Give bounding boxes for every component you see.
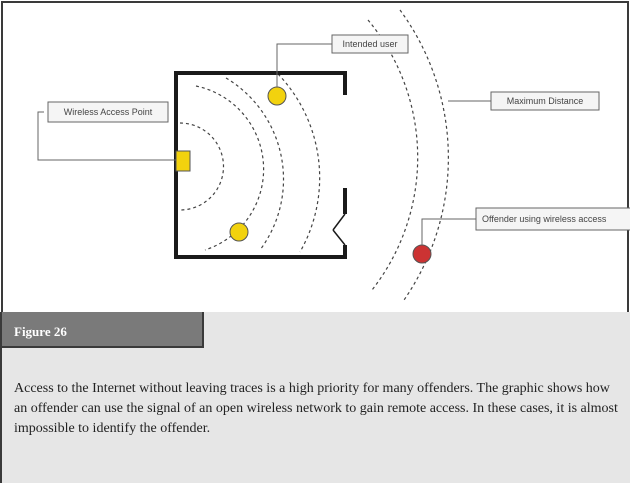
figure-tab: Figure 26	[0, 312, 204, 348]
figure-caption-panel: Figure 26 Access to the Internet without…	[0, 312, 630, 483]
label-access-point-text: Wireless Access Point	[64, 107, 153, 117]
signal-wave-5	[367, 19, 419, 291]
figure-label: Figure 26	[14, 324, 67, 339]
label-access-point: Wireless Access Point	[47, 101, 169, 123]
wireless-access-diagram: Wireless Access Point Intended user Maxi…	[1, 1, 630, 314]
leader-intended-user	[276, 43, 332, 87]
leader-lines	[37, 43, 491, 245]
caption-text: Access to the Internet without leaving t…	[14, 381, 618, 436]
label-max-distance: Maximum Distance	[490, 91, 600, 111]
diagram-frame	[1, 1, 629, 314]
label-offender: Offender using wireless access	[475, 207, 630, 231]
label-intended-user-text: Intended user	[342, 39, 397, 49]
signal-wave-2	[195, 85, 265, 251]
caption-left-rule	[0, 312, 2, 483]
access-point-device	[175, 150, 191, 172]
signal-wave-3	[225, 77, 285, 251]
leader-offender	[421, 218, 476, 245]
intended-user-device	[267, 86, 287, 106]
second-user-device	[229, 222, 249, 242]
signal-wave-1	[179, 122, 225, 211]
signal-wave-4	[277, 73, 321, 253]
door	[332, 213, 346, 231]
leader-access-point	[37, 111, 176, 161]
label-offender-text: Offender using wireless access	[482, 214, 607, 224]
door-swing	[332, 229, 346, 246]
label-intended-user: Intended user	[331, 34, 409, 54]
offender-device	[412, 244, 432, 264]
label-max-distance-text: Maximum Distance	[507, 96, 584, 106]
